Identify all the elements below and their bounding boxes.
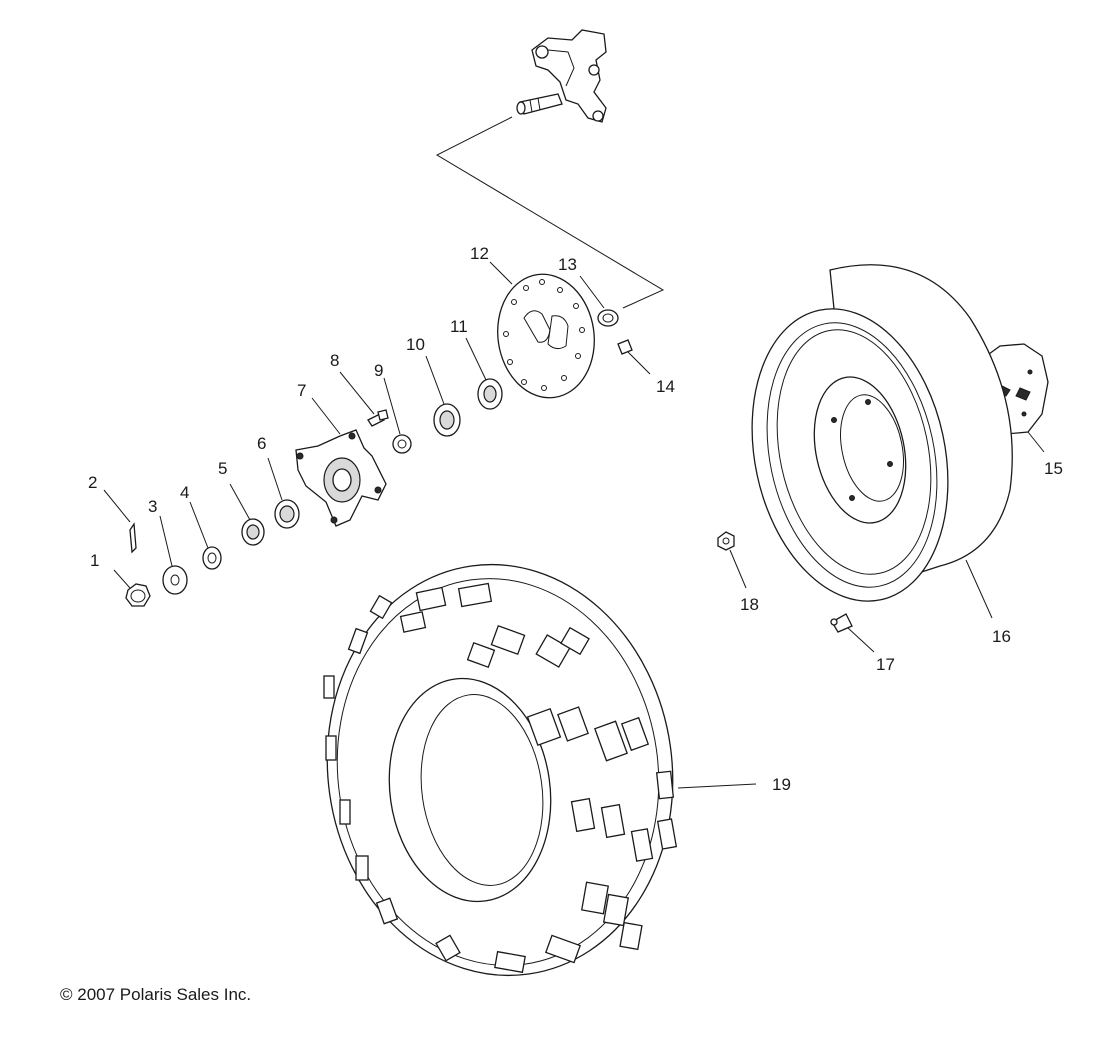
- steering-knuckle: [516, 29, 607, 123]
- callout-1: 1: [90, 551, 99, 570]
- callout-14: 14: [656, 377, 675, 396]
- callout-9: 9: [374, 361, 383, 380]
- callout-labels: 1 2 3 4 5 6 7 8 9 10 11 12 13 14 15 16 1…: [88, 244, 1063, 794]
- callout-15: 15: [1044, 459, 1063, 478]
- callout-6: 6: [257, 434, 266, 453]
- callout-3: 3: [148, 497, 157, 516]
- part-9-spacer: [392, 434, 412, 454]
- part-19-tire: [323, 563, 678, 977]
- part-17-valve-stem: [830, 613, 853, 633]
- part-8-stud: [367, 409, 389, 427]
- callout-13: 13: [558, 255, 577, 274]
- callout-19: 19: [772, 775, 791, 794]
- part-7-hub: [295, 429, 387, 527]
- callout-8: 8: [330, 351, 339, 370]
- part-2-cotter-pin: [129, 522, 137, 554]
- callout-12: 12: [470, 244, 489, 263]
- callout-4: 4: [180, 483, 189, 502]
- part-4-spacer: [202, 546, 222, 570]
- callout-16: 16: [992, 627, 1011, 646]
- callout-2: 2: [88, 473, 97, 492]
- callout-5: 5: [218, 459, 227, 478]
- part-1-nut: [125, 583, 151, 607]
- copyright-text: © 2007 Polaris Sales Inc.: [60, 985, 251, 1004]
- callout-7: 7: [297, 381, 306, 400]
- callout-18: 18: [740, 595, 759, 614]
- part-16-wheel-rim: [751, 264, 1013, 602]
- part-14-fitting: [617, 339, 633, 355]
- part-12-brake-disc: [497, 273, 595, 399]
- part-6-bearing: [274, 499, 300, 529]
- part-18-lug-nut: [717, 531, 735, 551]
- part-11-seal: [477, 378, 503, 410]
- axis-line: [435, 116, 665, 309]
- leader-lines: [103, 261, 1045, 789]
- part-5-seal: [241, 518, 265, 546]
- callout-11: 11: [450, 317, 468, 336]
- part-10-bearing: [433, 403, 461, 437]
- part-13-bushing: [597, 309, 619, 327]
- callout-10: 10: [406, 335, 425, 354]
- callout-17: 17: [876, 655, 895, 674]
- part-3-washer: [162, 565, 188, 595]
